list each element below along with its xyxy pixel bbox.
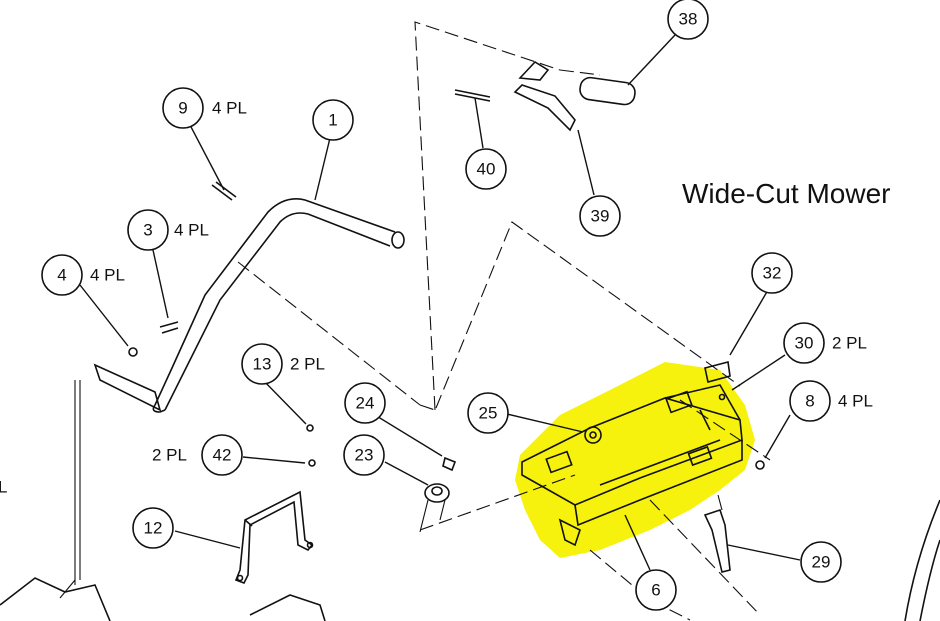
callout-circle-1 <box>312 99 354 141</box>
callout-circle-42 <box>201 434 243 476</box>
callout-number-32: 32 <box>763 264 782 283</box>
hardware-parts <box>128 89 765 470</box>
bracket-part-12 <box>234 490 314 585</box>
knob-parts <box>419 456 457 533</box>
callout-circle-6 <box>635 569 677 611</box>
callout-number-38: 38 <box>679 10 698 29</box>
handle-bar-part-1 <box>59 198 405 599</box>
callout-qty-4: 4 PL <box>90 266 125 285</box>
callout-circle-13 <box>241 343 283 385</box>
callouts: 9 4 PL 1 38 40 39 3 4 PL 4 4 PL 32 30 2 PL 13 2 PL 24 8 4… <box>41 0 873 611</box>
callout-circle-38 <box>667 0 709 40</box>
callout-number-30: 30 <box>795 334 814 353</box>
callout-number-39: 39 <box>591 207 610 226</box>
callout-qty-30: 2 PL <box>832 334 867 353</box>
edge-label: L <box>0 478 7 497</box>
callout-circle-23 <box>343 434 385 476</box>
callout-circle-32 <box>751 252 793 294</box>
callout-number-42: 42 <box>213 446 232 465</box>
callout-number-24: 24 <box>356 394 375 413</box>
callout-number-23: 23 <box>355 446 374 465</box>
plate-part-6 <box>521 360 743 547</box>
callout-circle-3 <box>127 209 169 251</box>
callout-circle-30 <box>783 322 825 364</box>
partial-parts-bottom <box>0 499 940 621</box>
callout-number-9: 9 <box>178 99 187 118</box>
callout-number-8: 8 <box>805 392 814 411</box>
highlight-region <box>515 362 755 558</box>
callout-qty-3: 4 PL <box>174 221 209 240</box>
latch-part-29 <box>703 494 731 573</box>
callout-qty-13: 2 PL <box>290 355 325 374</box>
callout-circle-4 <box>41 254 83 296</box>
diagram-title: Wide-Cut Mower <box>682 178 890 209</box>
callout-number-6: 6 <box>651 581 660 600</box>
callout-number-40: 40 <box>477 160 496 179</box>
callout-number-25: 25 <box>479 404 498 423</box>
callout-circle-29 <box>800 541 842 583</box>
callout-number-4: 4 <box>57 266 66 285</box>
callout-number-12: 12 <box>144 519 163 538</box>
callout-qty-9: 4 PL <box>212 99 247 118</box>
callout-circle-9 <box>162 87 204 129</box>
callout-circle-25 <box>467 392 509 434</box>
leader-lines <box>79 34 801 571</box>
callout-circle-40 <box>465 148 507 190</box>
callout-number-29: 29 <box>812 553 831 572</box>
callout-number-13: 13 <box>253 355 272 374</box>
assembly-dashed-lines <box>237 21 771 621</box>
callout-circle-8 <box>789 380 831 422</box>
callout-circle-12 <box>132 507 174 549</box>
callout-number-3: 3 <box>143 221 152 240</box>
callout-circle-24 <box>344 382 386 424</box>
callout-number-1: 1 <box>328 111 337 130</box>
throttle-assembly <box>513 60 636 132</box>
callout-qty-8: 4 PL <box>838 392 873 411</box>
callout-circle-39 <box>579 195 621 237</box>
callout-qty-42: 2 PL <box>152 446 187 465</box>
